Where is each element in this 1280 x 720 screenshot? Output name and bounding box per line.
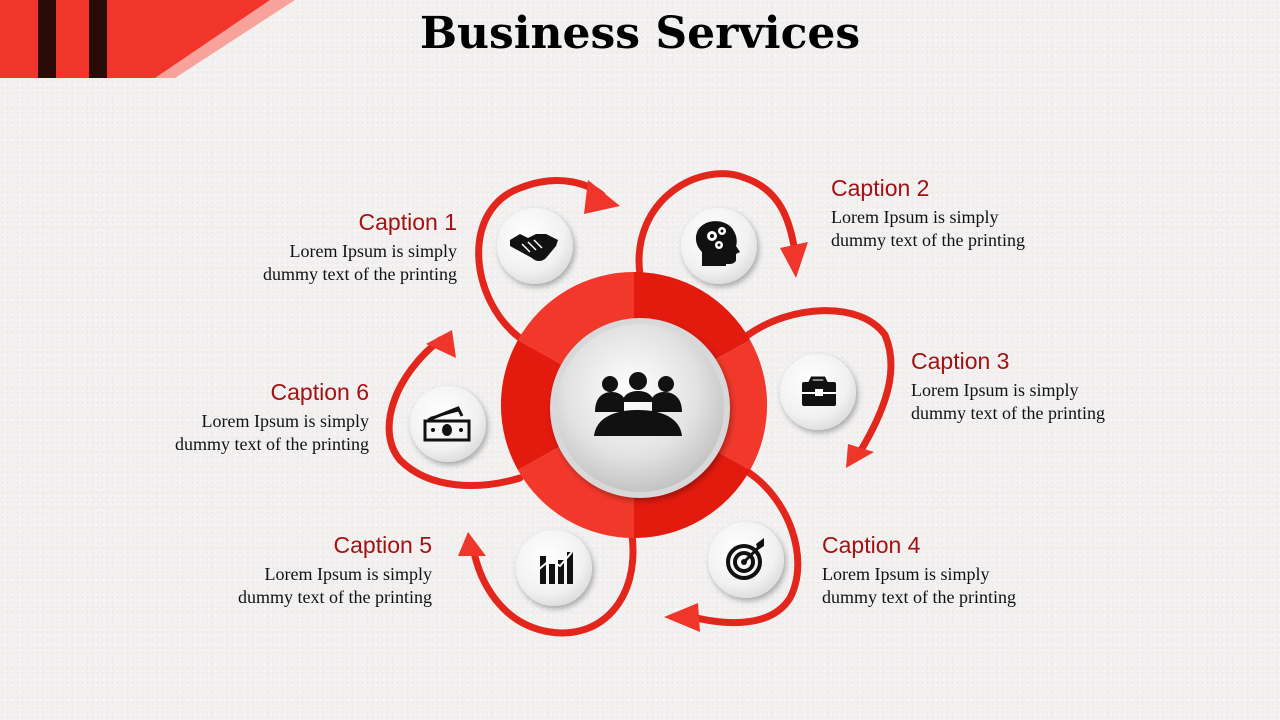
caption-text-1b: dummy text of the printing [263, 264, 457, 284]
briefcase-icon [802, 376, 836, 406]
caption-text-3a: Lorem Ipsum is simply [911, 380, 1079, 400]
caption-text-2b: dummy text of the printing [831, 230, 1025, 250]
head-gears-icon [695, 221, 740, 266]
arrow-ribbons [385, 170, 895, 637]
caption-title-2: Caption 2 [831, 175, 930, 201]
caption-text-4a: Lorem Ipsum is simply [822, 564, 990, 584]
caption-title-5: Caption 5 [333, 532, 432, 558]
caption-block-2: Caption 2 Lorem Ipsum is simply dummy te… [831, 174, 1151, 252]
caption-text-1a: Lorem Ipsum is simply [289, 241, 458, 261]
bar-chart-icon [537, 551, 573, 584]
caption-text-5b: dummy text of the printing [238, 587, 432, 607]
target-icon [726, 538, 764, 580]
caption-text-3b: dummy text of the printing [911, 403, 1105, 423]
money-icon [423, 406, 471, 442]
caption-block-3: Caption 3 Lorem Ipsum is simply dummy te… [911, 347, 1231, 425]
group-meeting-icon [594, 372, 682, 436]
caption-block-1: Caption 1 Lorem Ipsum is simply dummy te… [137, 208, 457, 286]
caption-title-1: Caption 1 [358, 209, 457, 235]
caption-block-4: Caption 4 Lorem Ipsum is simply dummy te… [822, 531, 1142, 609]
caption-text-6b: dummy text of the printing [175, 434, 369, 454]
caption-block-6: Caption 6 Lorem Ipsum is simply dummy te… [49, 378, 369, 456]
corner-decoration [0, 0, 295, 78]
caption-text-5a: Lorem Ipsum is simply [264, 564, 433, 584]
arrow-heads [426, 180, 874, 632]
caption-block-5: Caption 5 Lorem Ipsum is simply dummy te… [112, 531, 432, 609]
caption-title-3: Caption 3 [911, 348, 1010, 374]
caption-title-6: Caption 6 [270, 379, 369, 405]
caption-title-4: Caption 4 [822, 532, 921, 558]
caption-text-2a: Lorem Ipsum is simply [831, 207, 999, 227]
caption-text-4b: dummy text of the printing [822, 587, 1016, 607]
handshake-icon [510, 234, 558, 261]
page-title: Business Services [419, 8, 861, 59]
caption-text-6a: Lorem Ipsum is simply [201, 411, 370, 431]
